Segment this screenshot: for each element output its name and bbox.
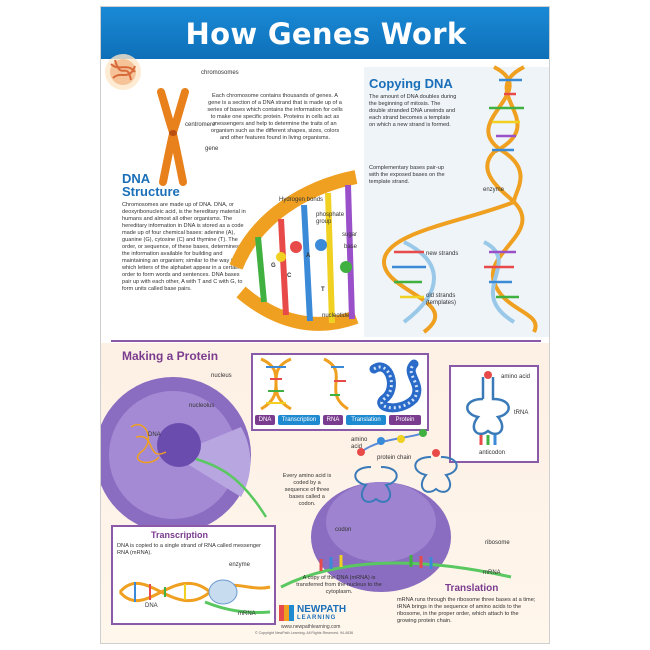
chromosomes-label: chromosomes <box>201 70 239 76</box>
base-letter-g: G <box>271 263 276 269</box>
copying-dna-panel <box>364 67 549 337</box>
amino-acid-box-label: amino acid <box>501 374 531 380</box>
dna-transcription-label: DNA <box>145 603 158 609</box>
protein-chain-label: protein chain <box>377 455 412 461</box>
dna-structure-heading: DNA Structure <box>122 171 180 199</box>
cell-illustration <box>101 377 268 533</box>
ribosome-illustration <box>280 429 512 592</box>
old-strands-label: old strands <box>426 293 456 299</box>
base-letter-a: A <box>306 253 311 259</box>
translation-heading: Translation <box>445 583 499 594</box>
flow-step-translation: Translation <box>346 415 386 425</box>
gene-label: gene <box>205 146 219 152</box>
hydrogen-bonds-label: Hydrogen bonds <box>279 197 324 203</box>
newpath-logo <box>279 605 295 621</box>
page-title: How Genes Work <box>185 17 467 51</box>
enzyme-transcription-label: enzyme <box>229 562 251 568</box>
transcription-text: DNA is copied to a single strand of RNA … <box>117 543 261 556</box>
translation-text: mRNA runs through the ribosome three bas… <box>397 597 536 624</box>
copying-dna-heading: Copying DNA <box>369 76 453 91</box>
copyright-text: © Copyright NewPath Learning. All Rights… <box>255 631 354 635</box>
nucleotide-label: nucleotide <box>322 313 350 319</box>
base-letter-t: T <box>321 287 325 293</box>
base-label: base <box>344 244 358 250</box>
enzyme-label: enzyme <box>483 187 505 193</box>
brand-name: NEWPATH LEARNING <box>297 604 347 622</box>
mrna-copy-text: A copy of the DNA (mRNA) is transferred … <box>296 575 382 595</box>
flow-step-protein: Protein <box>389 415 421 425</box>
anticodon-label: anticodon <box>479 450 506 456</box>
amino-acid-top-label: amino acid <box>351 437 368 450</box>
flow-step-dna: DNA <box>255 415 275 425</box>
mrna-transcription-label: mRNA <box>238 611 256 617</box>
nucleus-label: nucleus <box>211 373 232 379</box>
copying-dna-text-2: Complementary bases pair-up with the exp… <box>369 165 445 185</box>
trna-label: tRNA <box>514 410 529 416</box>
new-strands-label: new strands <box>426 251 459 257</box>
flow-step-rna: RNA <box>323 415 343 425</box>
centromere-label: centromere <box>185 122 216 128</box>
dna-cell-label: DNA <box>148 432 161 438</box>
dna-replication-illustration <box>381 65 538 334</box>
base-letter-c: C <box>287 273 292 279</box>
sugar-label: sugar <box>342 232 358 238</box>
flow-protein-icon <box>369 359 422 413</box>
ribosome-label: ribosome <box>485 540 510 546</box>
making-protein-heading: Making a Protein <box>122 349 219 363</box>
amino-acid-codon-text: Every amino acid is coded by a sequence … <box>282 473 332 507</box>
intro-text: Each chromosome contains thousands of ge… <box>207 93 343 141</box>
copying-dna-text: The amount of DNA doubles during the beg… <box>369 94 457 128</box>
transcription-panel <box>111 525 276 625</box>
chromosome-illustration <box>105 54 189 186</box>
flow-rna-icon <box>323 357 349 411</box>
nucleolus-label: nucleolus <box>189 403 215 409</box>
phosphate-group-label: phosphate group <box>316 212 345 225</box>
transcription-heading: Transcription <box>151 530 209 540</box>
flow-dna-icon <box>260 357 292 411</box>
mrna-label: mRNA <box>483 570 501 576</box>
codon-label: codon <box>335 527 352 533</box>
title-banner <box>101 7 549 59</box>
section-divider <box>111 340 541 342</box>
transcription-illustration <box>118 579 271 614</box>
dna-structure-text: Chromosomes are made up of DNA. DNA, or … <box>122 202 246 292</box>
flow-step-transcription: Transcription <box>278 415 320 425</box>
old-strands-templates-label: (templates) <box>426 300 457 306</box>
dna-structure-illustration <box>229 170 359 331</box>
brand-url: www.newpathlearning.com <box>281 624 341 630</box>
trna-illustration <box>466 371 510 445</box>
poster: How Genes Work chromosomes centromere ge… <box>100 6 550 644</box>
